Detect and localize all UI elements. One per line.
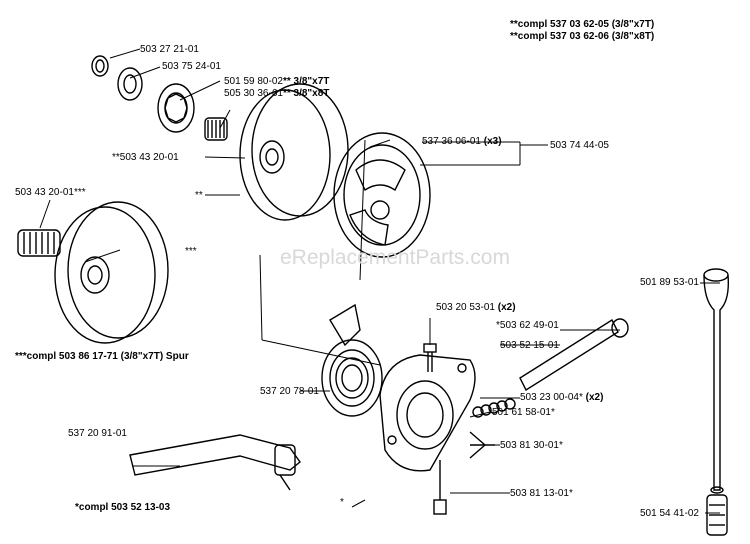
label-501-61-58-01: 501 61 58-01* <box>492 407 555 418</box>
label-503-52-15-01: 503 52 15-01 <box>500 340 559 351</box>
label-501-89-53-01: 501 89 53-01 <box>640 277 699 288</box>
label-537-20-91-01: 537 20 91-01 <box>68 428 127 439</box>
watermark: eReplacementParts.com <box>280 246 510 269</box>
label-501-59-80-02: 501 59 80-02** 3/8"x7T <box>224 76 330 87</box>
label-double-star: ** <box>195 190 203 201</box>
compl-503-52-13-03-note: *compl 503 52 13-03 <box>75 502 171 513</box>
label-503-81-13-01: 503 81 13-01* <box>510 488 573 499</box>
label-505-30-36-61: 505 30 36-61** 3/8"x8T <box>224 88 330 99</box>
label-503-43-20-01-a: **503 43 20-01 <box>112 152 179 163</box>
label-537-36-06-01: 537 36 06-01 (x3) <box>422 136 502 147</box>
header-line-2: **compl 537 03 62-06 (3/8"x8T) <box>510 31 655 42</box>
label-503-20-53-01: 503 20 53-01 (x2) <box>436 302 516 313</box>
label-503-62-49-01: *503 62 49-01 <box>496 320 559 331</box>
label-503-43-20-01-b: 503 43 20-01*** <box>15 187 86 198</box>
label-triple-star: *** <box>185 246 197 257</box>
label-503-27-21-01: 503 27 21-01 <box>140 44 199 55</box>
label-single-star: * <box>340 497 344 508</box>
label-503-74-44-05: 503 74 44-05 <box>550 140 609 151</box>
label-503-75-24-01: 503 75 24-01 <box>162 61 221 72</box>
label-501-54-41-02: 501 54 41-02 <box>640 508 699 519</box>
label-503-81-30-01: 503 81 30-01* <box>500 440 563 451</box>
header-line-1: **compl 537 03 62-05 (3/8"x7T) <box>510 19 655 30</box>
compl-spur-note: ***compl 503 86 17-71 (3/8"x7T) Spur <box>15 351 189 362</box>
label-537-20-78-01: 537 20 78-01 <box>260 386 319 397</box>
label-503-23-00-04: 503 23 00-04* (x2) <box>520 392 604 403</box>
